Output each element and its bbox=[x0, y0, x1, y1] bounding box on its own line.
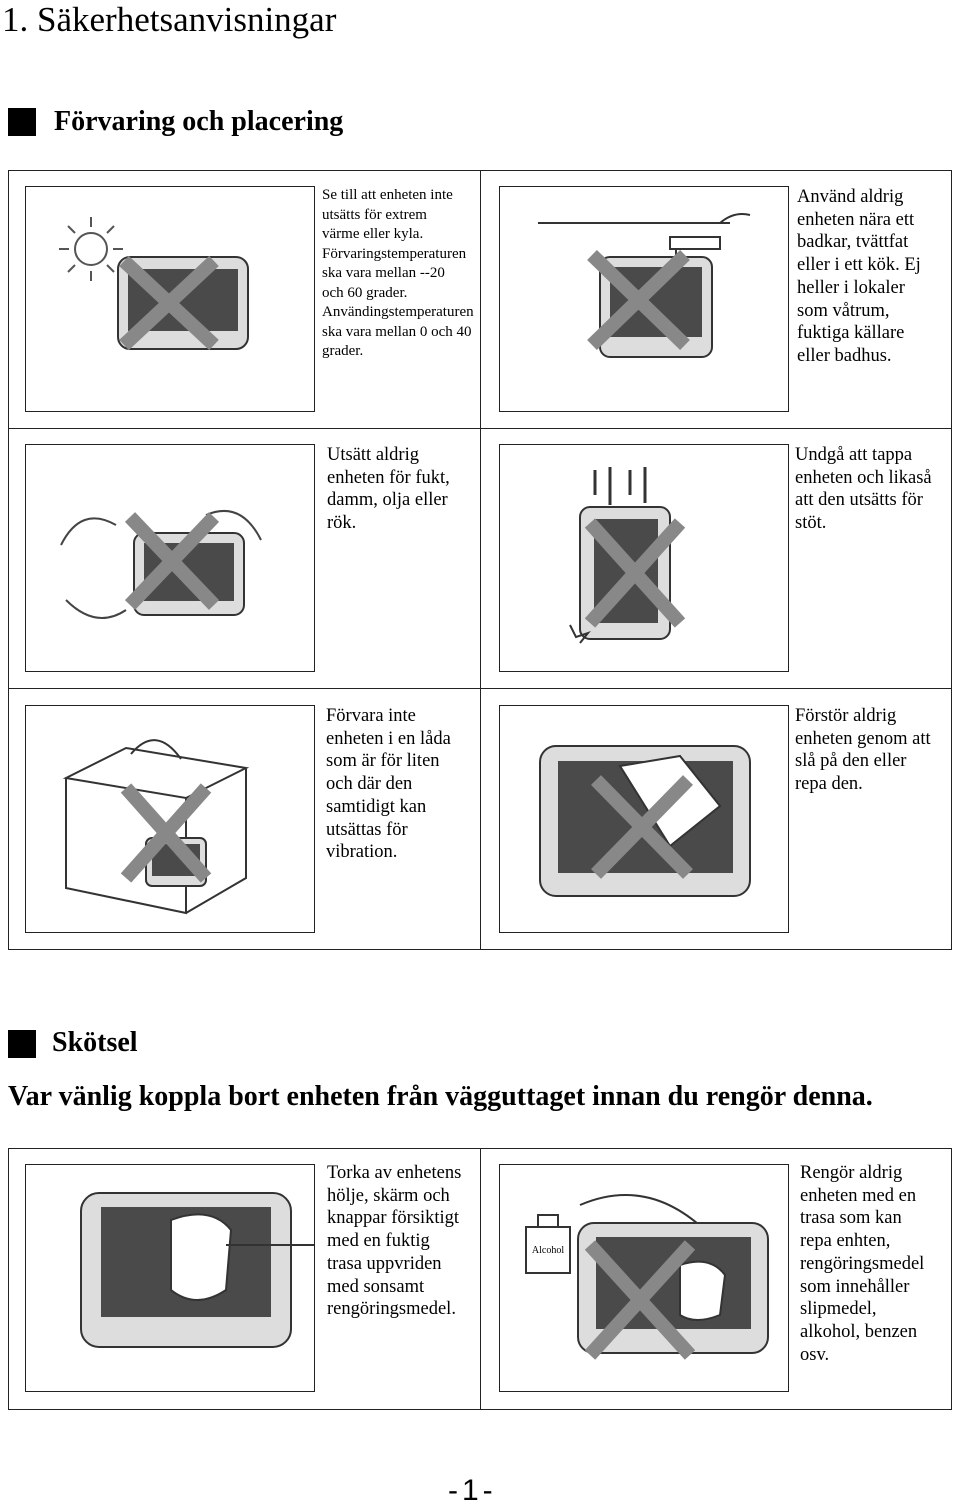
section-bullet-square bbox=[8, 1030, 36, 1058]
illustration-water bbox=[499, 186, 789, 412]
cell-text: Använd aldrig enheten nära ett badkar, t… bbox=[797, 187, 921, 366]
cell-text: Utsätt aldrig enheten för fukt, damm, ol… bbox=[327, 445, 450, 534]
grid-divider bbox=[8, 428, 952, 429]
illustration-no-alcohol: Alcohol bbox=[499, 1164, 789, 1392]
section-bullet-square bbox=[8, 108, 36, 136]
cell-text: Se till att enheten inte utsätts för ext… bbox=[322, 187, 474, 359]
illustration-scratch bbox=[499, 705, 789, 933]
cell-text: Torka av enhetens hölje, skärm och knapp… bbox=[327, 1163, 462, 1320]
alcohol-bottle-label: Alcohol bbox=[532, 1245, 564, 1256]
cell-text: Förstör aldrig enheten genom att slå på … bbox=[795, 706, 931, 795]
illustration-wipe bbox=[25, 1164, 315, 1392]
section-heading-care: Skötsel bbox=[52, 1027, 138, 1058]
cell-text: Undgå att tappa enheten och likaså att d… bbox=[795, 445, 932, 534]
illustration-box-vibration bbox=[25, 705, 315, 933]
grid-divider bbox=[480, 1148, 481, 1410]
grid-divider bbox=[8, 688, 952, 689]
unplug-warning: Var vänlig koppla bort enheten från vägg… bbox=[8, 1081, 873, 1112]
page-title: 1. Säkerhetsanvisningar bbox=[2, 0, 337, 39]
illustration-dust-smoke bbox=[25, 444, 315, 672]
illustration-drop bbox=[499, 444, 789, 672]
section-heading-storage: Förvaring och placering bbox=[54, 106, 344, 137]
page-number: -1- bbox=[448, 1474, 497, 1507]
cell-text: Förvara inte enheten i en låda som är fö… bbox=[326, 706, 451, 863]
cell-text: Rengör aldrig enheten med en trasa som k… bbox=[800, 1163, 925, 1365]
grid-divider bbox=[480, 170, 481, 950]
illustration-heat-cold bbox=[25, 186, 315, 412]
